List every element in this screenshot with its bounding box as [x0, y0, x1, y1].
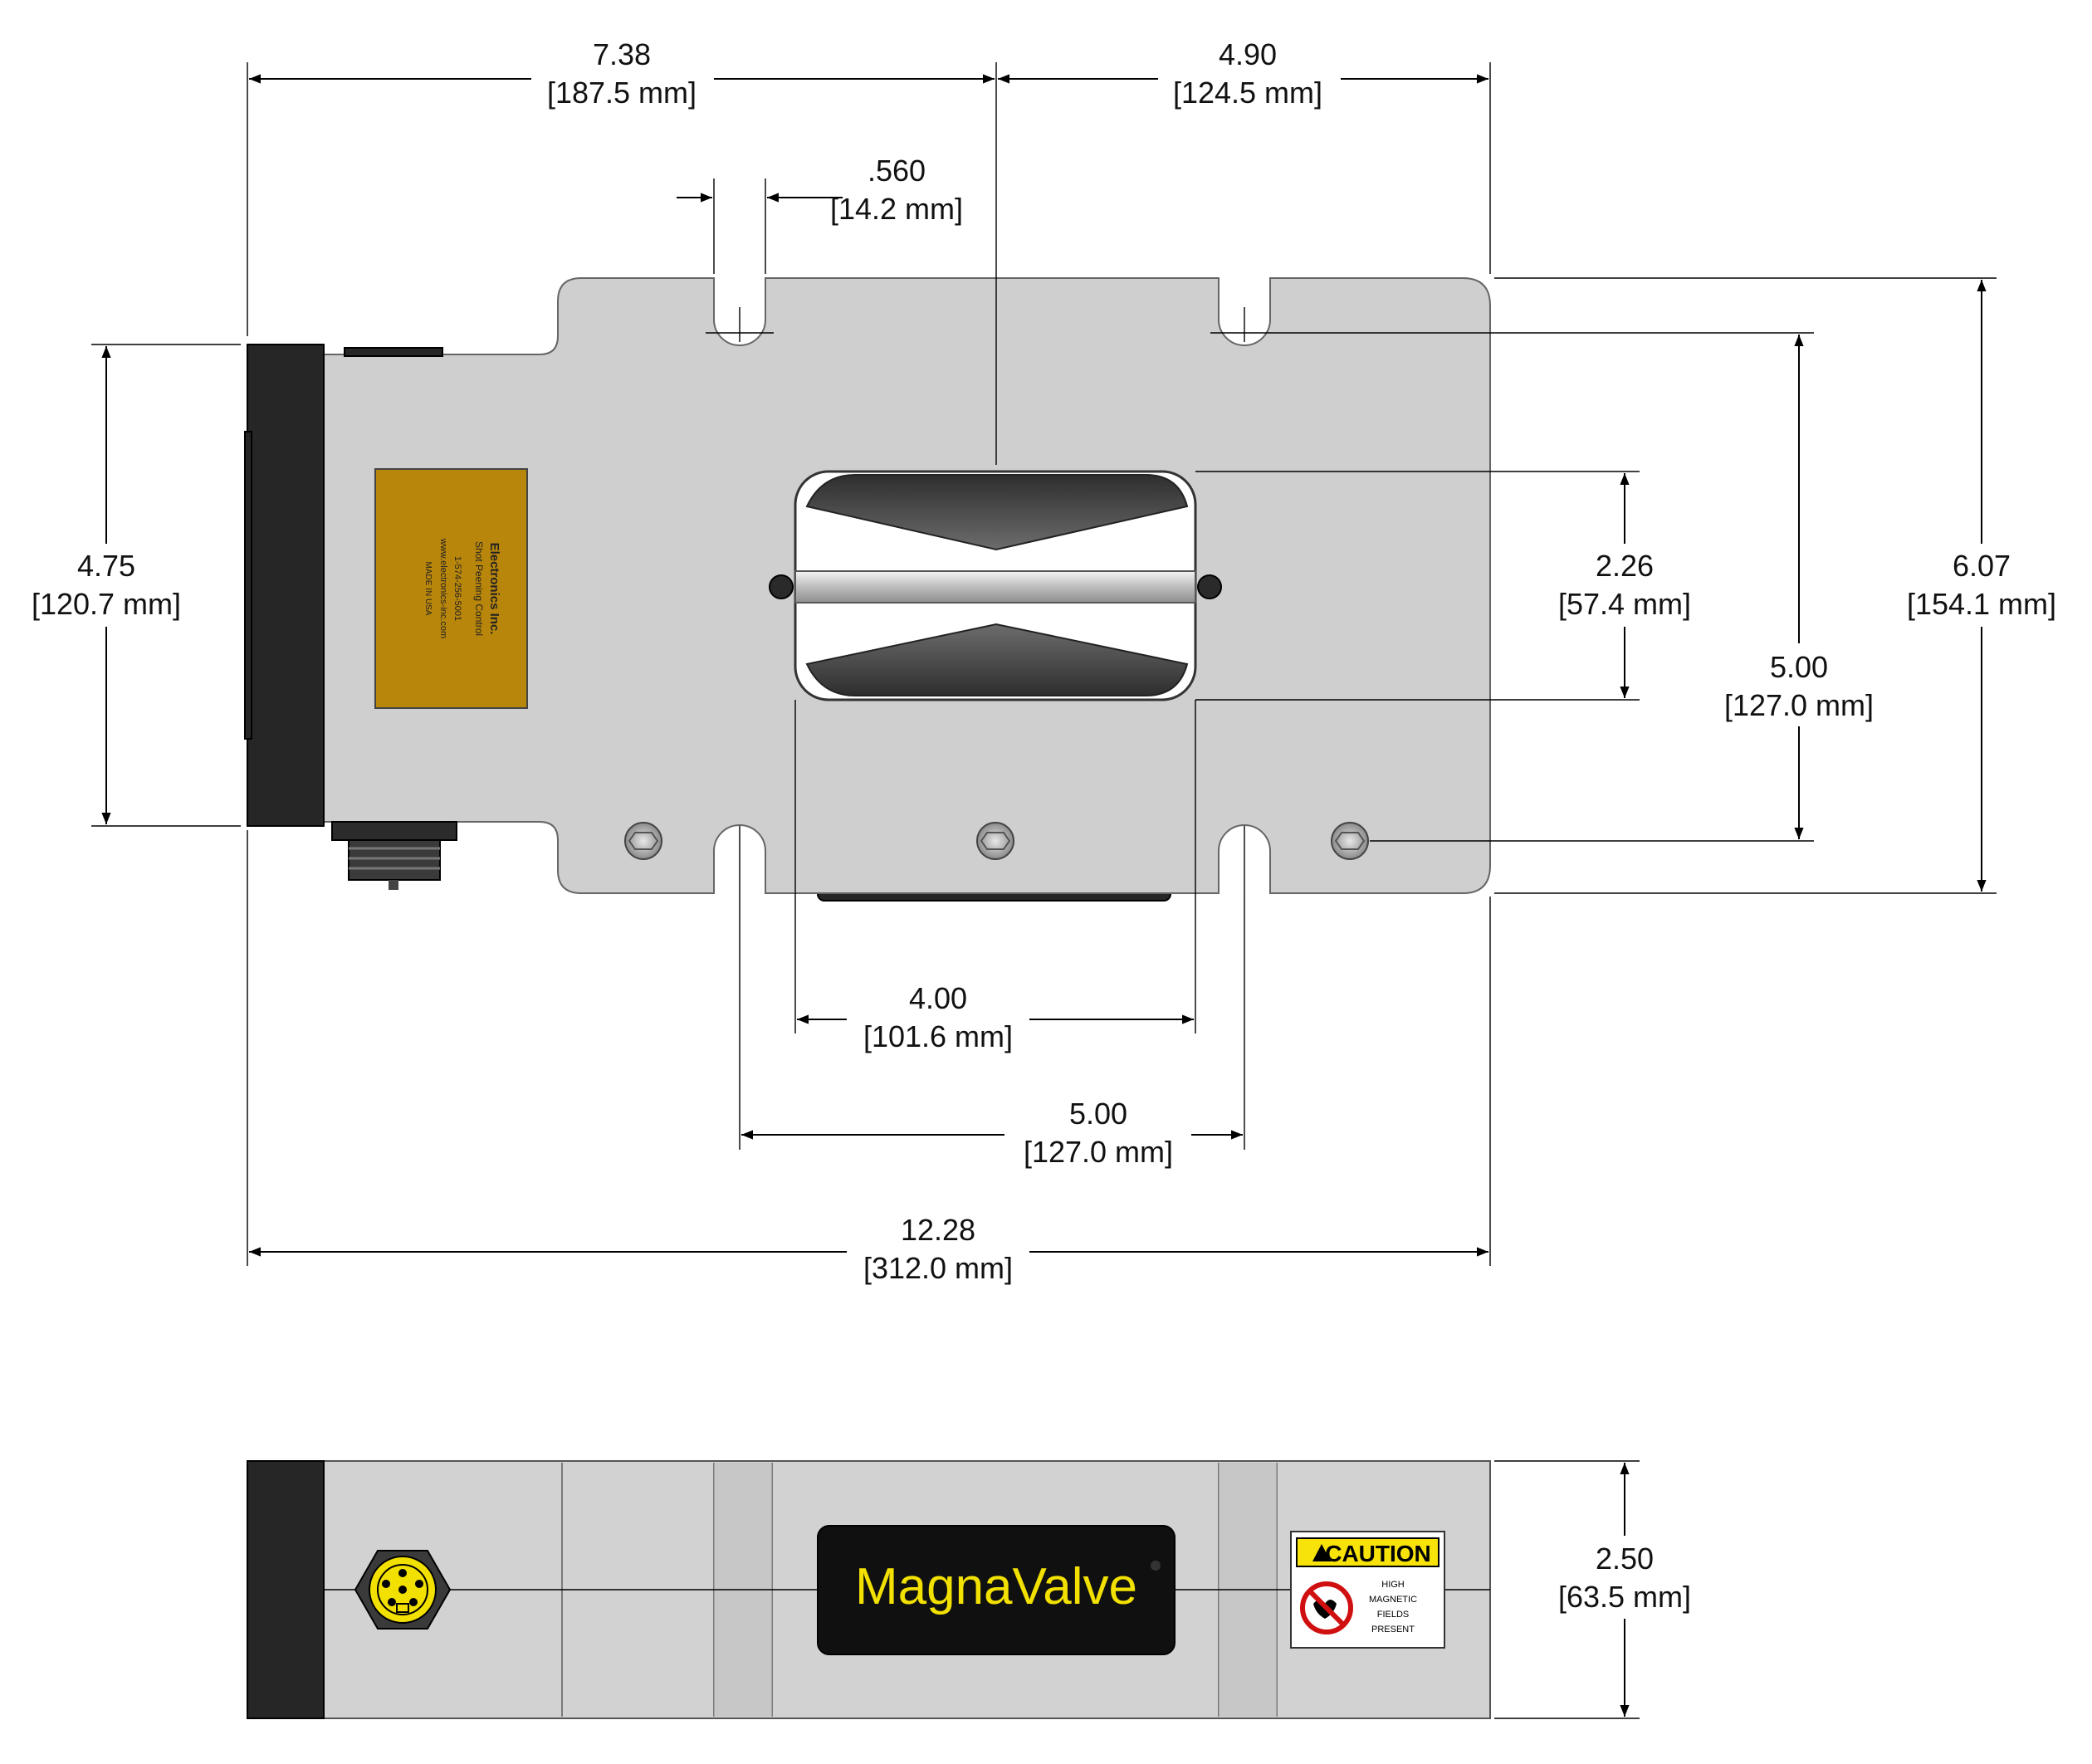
dim-port-width: 4.00 [101.6 mm]: [847, 981, 1029, 1058]
brand-label: MagnaValve: [855, 1558, 1137, 1615]
dim-inches: 7.38: [593, 37, 651, 71]
connector-bottom: [331, 821, 457, 890]
top-view: Electronics Inc. Shot Peening Control 1-…: [244, 277, 1491, 902]
side-view: MagnaValve CAUTION HIGH MAGNETIC FIELDS …: [247, 1460, 1491, 1719]
caution-line-3: FIELDS: [1377, 1610, 1410, 1620]
dim-inches: 6.07: [1953, 549, 2011, 583]
dim-hole-spacing-vertical: 5.00 [127.0 mm]: [1710, 643, 1889, 726]
dim-top-left-width: 7.38 [187.5 mm]: [531, 32, 714, 115]
caution-label: CAUTION HIGH MAGNETIC FIELDS PRESENT: [1290, 1531, 1445, 1649]
label-line-4: www.electronics-inc.com: [438, 538, 448, 638]
product-label: Electronics Inc. Shot Peening Control 1-…: [374, 468, 528, 709]
dim-mm: [63.5 mm]: [1558, 1580, 1691, 1614]
label-line-2: Shot Peening Control: [473, 541, 485, 636]
valve-port: [769, 470, 1222, 701]
dim-slot-width: .560 [14.2 mm]: [830, 154, 963, 226]
hex-screw: [624, 822, 662, 860]
dim-left-height: 4.75 [120.7 mm]: [17, 544, 199, 627]
extension-lines: [91, 62, 1997, 1719]
dim-inches: 12.28: [901, 1213, 975, 1247]
caution-line-1: HIGH: [1381, 1580, 1405, 1590]
no-pacemaker-icon: [1300, 1581, 1353, 1635]
dim-mm: [101.6 mm]: [863, 1019, 1013, 1053]
dim-mm: [127.0 mm]: [1024, 1135, 1173, 1169]
dim-port-height: 2.26 [57.4 mm]: [1540, 544, 1714, 627]
dim-inches: 2.26: [1596, 549, 1654, 583]
dim-overall-height: 6.07 [154.1 mm]: [1893, 544, 2075, 627]
label-line-3: 1-574-256-5001: [452, 556, 462, 621]
label-line-5: MADE IN USA: [423, 561, 433, 615]
top-nub: [344, 347, 443, 357]
dim-mm: [124.5 mm]: [1173, 76, 1322, 110]
dim-top-right-width: 4.90 [124.5 mm]: [1158, 32, 1341, 115]
plunger-rod: [794, 570, 1196, 603]
dim-overall-length: 12.28 [312.0 mm]: [847, 1213, 1029, 1290]
dim-inches: 2.50: [1596, 1542, 1654, 1576]
dim-hole-spacing-horizontal: 5.00 [127.0 mm]: [1004, 1097, 1191, 1174]
caution-line-2: MAGNETIC: [1369, 1595, 1417, 1605]
caution-line-4: PRESENT: [1371, 1625, 1415, 1635]
brand-nameplate: MagnaValve: [817, 1525, 1176, 1655]
label-line-1: Electronics Inc.: [487, 543, 501, 635]
dim-inches: 4.75: [77, 549, 135, 583]
dim-mm: [14.2 mm]: [830, 192, 963, 226]
dim-mm: [154.1 mm]: [1907, 587, 2056, 621]
dim-mm: [312.0 mm]: [863, 1251, 1013, 1285]
end-cap-lip: [244, 431, 252, 740]
hex-screw: [1331, 822, 1369, 860]
side-end-cap: [247, 1460, 325, 1719]
dim-mm: [187.5 mm]: [547, 76, 697, 110]
dim-mm: [57.4 mm]: [1558, 587, 1691, 621]
hex-screw: [976, 822, 1014, 860]
lower-pole-piece: [805, 623, 1189, 696]
upper-pole-piece: [805, 474, 1189, 551]
dim-inches: 5.00: [1770, 650, 1828, 684]
dim-side-height: 2.50 [63.5 mm]: [1540, 1536, 1714, 1619]
dimension-labels: 7.38 [187.5 mm] 4.90 [124.5 mm] .560 [14…: [17, 32, 2075, 1619]
dim-inches: .560: [868, 154, 926, 188]
caution-header: CAUTION: [1325, 1541, 1431, 1566]
slot-center-marks: [706, 307, 1278, 897]
dim-inches: 4.00: [909, 981, 967, 1015]
end-cap: [247, 344, 325, 827]
warning-icon: [1312, 1544, 1331, 1561]
dim-mm: [120.7 mm]: [32, 587, 181, 621]
dim-mm: [127.0 mm]: [1724, 688, 1874, 722]
electrical-connector: [354, 1550, 452, 1630]
dim-inches: 4.90: [1219, 37, 1277, 71]
dim-inches: 5.00: [1069, 1097, 1127, 1131]
